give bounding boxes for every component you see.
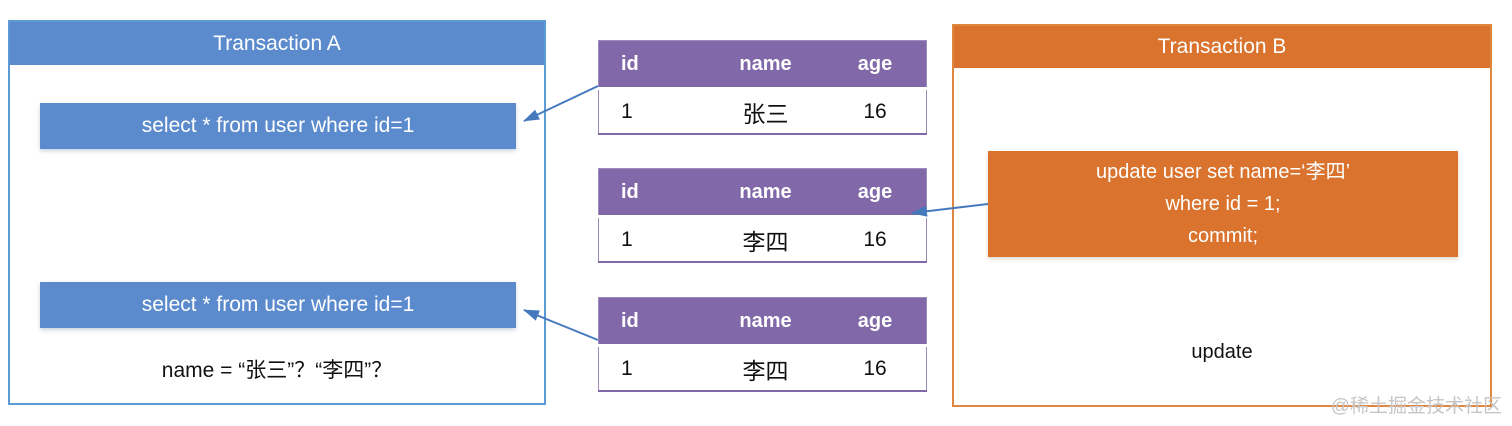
user-table-2: id name age 1 李四 16 <box>598 168 927 263</box>
table-header-row: id name age <box>598 168 927 218</box>
col-header-name: name <box>707 168 824 218</box>
cell-name: 李四 <box>742 357 789 384</box>
select-query-2: select * from user where id=1 <box>40 282 516 328</box>
cell-name: 李四 <box>742 228 789 255</box>
table-header-row: id name age <box>598 40 927 90</box>
question-text: name = “张三”？“李四”？ <box>161 359 393 382</box>
col-header-age: age <box>824 168 927 218</box>
col-header-id: id <box>598 297 707 347</box>
select-query-1: select * from user where id=1 <box>40 103 516 149</box>
transaction-a-header: Transaction A <box>10 22 544 65</box>
transaction-a-box: Transaction A <box>8 20 546 405</box>
table-row: 1 张三 16 <box>599 89 927 135</box>
cell-age: 16 <box>863 99 887 123</box>
table-row: 1 李四 16 <box>599 217 927 263</box>
col-header-age: age <box>824 40 927 90</box>
transaction-b-title: Transaction B <box>1157 35 1287 58</box>
table-header-row: id name age <box>598 297 927 347</box>
update-label: update <box>1191 341 1253 363</box>
cell-name: 张三 <box>742 100 789 127</box>
user-table-1: id name age 1 张三 16 <box>598 40 927 135</box>
update-sql-line-1: update user set name=‘李四’ <box>1095 161 1351 183</box>
col-header-name: name <box>707 297 824 347</box>
transaction-a-title: Transaction A <box>213 31 341 55</box>
col-header-name: name <box>707 40 824 90</box>
col-header-age: age <box>824 297 927 347</box>
watermark-text: @稀土掘金技术社区 <box>1330 396 1502 417</box>
cell-age: 16 <box>863 227 887 251</box>
cell-id: 1 <box>621 227 633 251</box>
transaction-b-header: Transaction B <box>954 26 1490 68</box>
table-row: 1 李四 16 <box>599 346 927 392</box>
col-header-id: id <box>598 40 707 90</box>
update-query-box: update user set name=‘李四’ where id = 1; … <box>988 151 1458 257</box>
update-sql-line-3: commit; <box>1188 225 1258 247</box>
update-sql-line-2: where id = 1; <box>1165 193 1281 215</box>
user-table-3: id name age 1 李四 16 <box>598 297 927 392</box>
cell-age: 16 <box>863 356 887 380</box>
cell-id: 1 <box>621 99 633 123</box>
cell-id: 1 <box>621 356 633 380</box>
col-header-id: id <box>598 168 707 218</box>
